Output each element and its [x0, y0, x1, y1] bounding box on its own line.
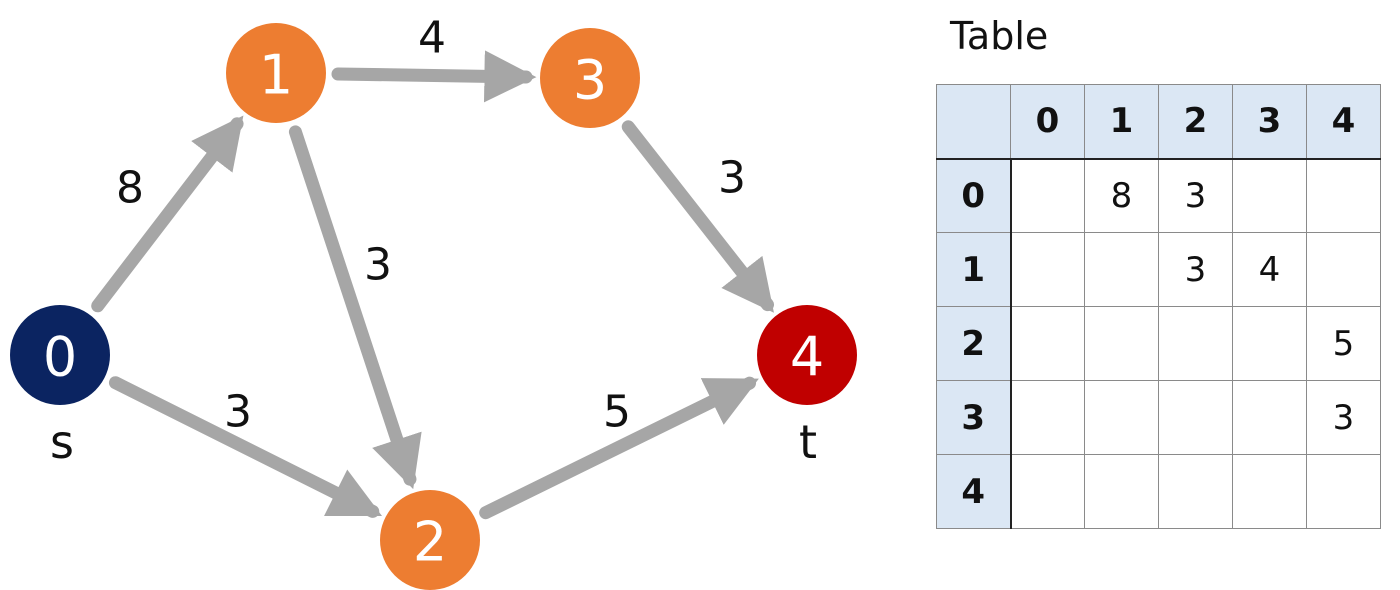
table-cell: [1232, 380, 1307, 455]
column-header: 4: [1306, 84, 1381, 160]
edge-weight-2-4: 5: [603, 387, 631, 438]
sink-label: t: [799, 415, 817, 469]
table-row: 1 3 4: [936, 232, 1381, 307]
table-cell: [1010, 158, 1085, 233]
column-header: 3: [1232, 84, 1307, 160]
column-header: 0: [1010, 84, 1085, 160]
table-row: 4: [936, 454, 1381, 529]
edge-2-4: [479, 376, 759, 520]
node-4: 4: [757, 305, 857, 405]
node-0: 0: [10, 305, 110, 405]
table-cell: 3: [1306, 380, 1381, 455]
table-cell: [1084, 380, 1159, 455]
edge-1-2: [288, 125, 422, 490]
edge-1-3: [331, 50, 537, 103]
table-cell: 8: [1084, 158, 1159, 233]
table-cell: [1158, 380, 1233, 455]
node-2: 2: [380, 490, 480, 590]
source-label: s: [50, 415, 74, 469]
edge-weight-1-2: 3: [364, 240, 392, 291]
row-header: 0: [936, 158, 1012, 233]
table-cell: [1306, 454, 1381, 529]
table-corner-cell: [936, 84, 1011, 160]
column-header: 1: [1084, 84, 1159, 160]
edge-weight-0-1: 8: [116, 163, 144, 214]
node-label-0: 0: [43, 326, 77, 389]
row-header: 1: [936, 232, 1012, 307]
node-3: 3: [540, 28, 640, 128]
node-circle-3: [540, 28, 640, 128]
flow-graph-diagram: 8 3 4 3 3 5 0 1 2 3 4 s t: [10, 13, 857, 590]
node-label-2: 2: [413, 511, 447, 574]
node-1: 1: [226, 23, 326, 123]
table-cell: 4: [1232, 232, 1307, 307]
column-header: 2: [1158, 84, 1233, 160]
table-cell: [1084, 232, 1159, 307]
edge-3-4: [621, 120, 775, 313]
table-cell: [1306, 158, 1381, 233]
table-row: 0 8 3: [936, 158, 1381, 233]
node-circle-0: [10, 305, 110, 405]
edge-weight-1-3: 4: [418, 13, 446, 64]
table-cell: [1084, 306, 1159, 381]
edges-layer: 8 3 4 3 3 5: [91, 13, 775, 520]
table-cell: [1010, 454, 1085, 529]
table-cell: [1084, 454, 1159, 529]
table-cell: [1158, 306, 1233, 381]
row-header: 3: [936, 380, 1012, 455]
table-row: 3 3: [936, 380, 1381, 455]
row-header: 2: [936, 306, 1012, 381]
table-cell: [1232, 158, 1307, 233]
table-cell: 5: [1306, 306, 1381, 381]
table-header-row: 0 1 2 3 4: [936, 84, 1381, 160]
table-cell: [1010, 380, 1085, 455]
row-header: 4: [936, 454, 1012, 529]
node-circle-2: [380, 490, 480, 590]
edge-0-2: [108, 376, 383, 518]
table-cell: [1306, 232, 1381, 307]
adjacency-table: 0 1 2 3 4 0 8 3 1 3 4 2: [936, 84, 1381, 529]
table-cell: [1158, 454, 1233, 529]
table-cell: 3: [1158, 232, 1233, 307]
edge-weight-3-4: 3: [718, 153, 746, 204]
edge-weight-0-2: 3: [224, 387, 252, 438]
node-label-1: 1: [259, 44, 293, 107]
node-circle-1: [226, 23, 326, 123]
table-cell: [1010, 232, 1085, 307]
node-circle-4: [757, 305, 857, 405]
table-cell: 3: [1158, 158, 1233, 233]
table-cell: [1232, 306, 1307, 381]
table-cell: [1010, 306, 1085, 381]
node-label-4: 4: [790, 326, 824, 389]
edge-0-1: [91, 115, 244, 313]
node-label-3: 3: [573, 49, 607, 112]
table-cell: [1232, 454, 1307, 529]
table-title: Table: [950, 14, 1049, 58]
nodes-layer: 0 1 2 3 4: [10, 23, 857, 590]
table-row: 2 5: [936, 306, 1381, 381]
